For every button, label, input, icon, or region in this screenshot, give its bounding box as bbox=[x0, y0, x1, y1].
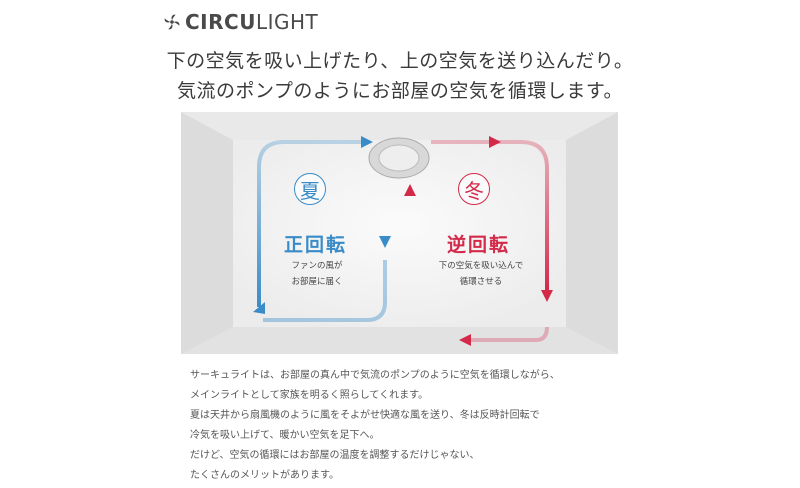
headline-line-1: 下の空気を吸い上げたり、上の空気を送り込んだり。 bbox=[166, 50, 634, 72]
fan-icon bbox=[164, 14, 180, 30]
airflow-diagram: 夏 正回転 ファンの風が お部屋に届く 冬 逆回転 下の空気を吸い込んで 循環さ… bbox=[181, 112, 618, 354]
body-line: 冷気を吸い上げて、暖かい空気を足下へ。 bbox=[190, 430, 380, 441]
logo-text-light: LIGHT bbox=[255, 10, 319, 34]
logo-text-bold: CIRCU bbox=[185, 10, 256, 34]
winter-desc-line-2: 循環させる bbox=[459, 277, 503, 287]
winter-badge: 冬 bbox=[458, 173, 490, 205]
body-line: メインライトとして家族を明るく照らしてくれます。 bbox=[190, 390, 429, 401]
winter-description: 下の空気を吸い込んで 循環させる bbox=[425, 258, 537, 290]
summer-desc-line-1: ファンの風が bbox=[291, 261, 343, 271]
winter-desc-line-1: 下の空気を吸い込んで bbox=[438, 261, 524, 271]
headline-line-2: 気流のポンプのようにお部屋の空気を循環します。 bbox=[176, 80, 624, 102]
headline: 下の空気を吸い上げたり、上の空気を送り込んだり。 気流のポンプのようにお部屋の空… bbox=[0, 46, 800, 106]
summer-badge: 夏 bbox=[294, 173, 326, 205]
summer-mode-label: 正回転 bbox=[284, 234, 348, 256]
body-line: だけど、空気の循環にはお部屋の温度を調整するだけじゃない、 bbox=[190, 450, 480, 461]
summer-desc-line-2: お部屋に届く bbox=[291, 277, 343, 287]
room-illustration bbox=[181, 112, 618, 354]
summer-description: ファンの風が お部屋に届く bbox=[269, 258, 365, 290]
body-line: 夏は天井から扇風機のように風をそよがせ快適な風を送り、冬は反時計回転で bbox=[190, 410, 540, 421]
body-line: たくさんのメリットがあります。 bbox=[190, 470, 339, 481]
body-line: サーキュライトは、お部屋の真ん中で気流のポンプのように空気を循環しながら、 bbox=[190, 370, 560, 381]
description-text: サーキュライトは、お部屋の真ん中で気流のポンプのように空気を循環しながら、 メイ… bbox=[190, 366, 560, 486]
winter-mode-label: 逆回転 bbox=[447, 234, 511, 256]
